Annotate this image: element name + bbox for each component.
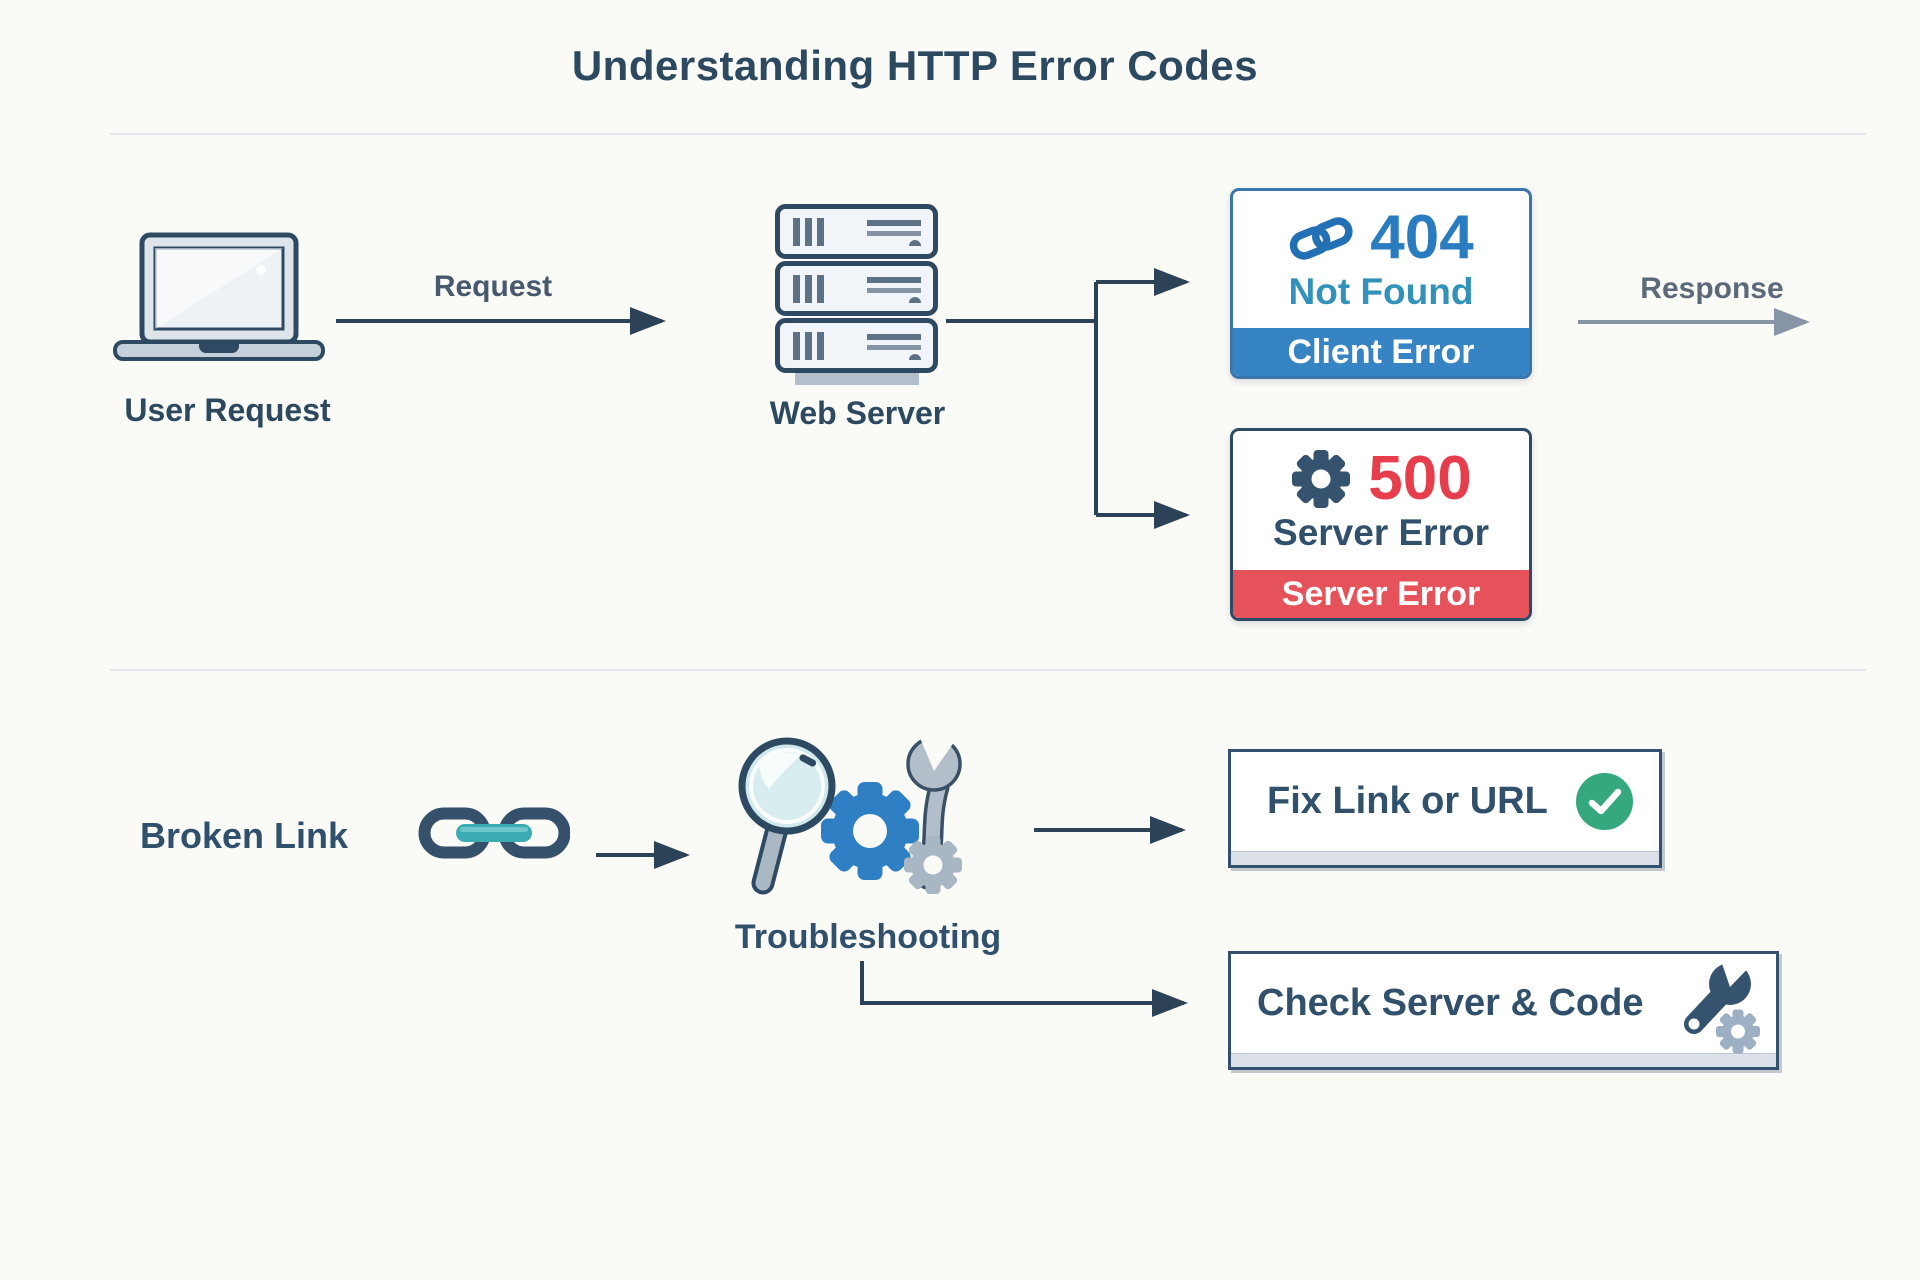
check-server-outcome-box: Check Server & Code xyxy=(1228,951,1779,1070)
gear-icon xyxy=(1292,449,1351,508)
error-404-card: 404 Not Found Client Error xyxy=(1230,188,1532,379)
error-500-code: 500 xyxy=(1368,443,1472,513)
user-request-label: User Request xyxy=(124,392,331,428)
check-server-label: Check Server & Code xyxy=(1257,982,1644,1024)
section-divider xyxy=(110,669,1866,671)
request-label: Request xyxy=(433,270,553,303)
error-500-name: Server Error xyxy=(1273,511,1489,553)
fix-link-outcome-box: Fix Link or URL xyxy=(1228,749,1662,868)
broken-link-label: Broken Link xyxy=(140,815,349,856)
error-500-body: 500 Server Error xyxy=(1233,431,1529,570)
check-server-box-footer xyxy=(1231,1053,1776,1067)
response-label: Response xyxy=(1640,272,1784,305)
checkmark-circle-icon xyxy=(1576,773,1633,830)
fix-link-box-footer xyxy=(1231,851,1659,865)
laptop-icon xyxy=(113,232,325,361)
error-500-card: 500 Server Error Server Error xyxy=(1230,428,1532,621)
error-404-body: 404 Not Found xyxy=(1233,191,1529,328)
error-404-category-badge: Client Error xyxy=(1233,328,1529,376)
error-500-category-badge: Server Error xyxy=(1233,570,1529,618)
fix-link-label: Fix Link or URL xyxy=(1267,780,1548,822)
wrench-gear-icon xyxy=(1684,958,1760,1054)
arrow-to-check-server xyxy=(860,961,1188,1017)
link-icon xyxy=(1290,216,1353,260)
web-server-label: Web Server xyxy=(769,395,946,431)
top-divider xyxy=(110,133,1866,135)
server-stack-icon xyxy=(775,204,938,385)
page-title: Understanding HTTP Error Codes xyxy=(571,42,1259,89)
error-404-code: 404 xyxy=(1370,202,1474,272)
error-404-name: Not Found xyxy=(1288,270,1474,312)
troubleshooting-label: Troubleshooting xyxy=(734,918,1002,956)
magnifier-gears-wrench-icon xyxy=(738,731,962,895)
broken-chain-link-icon xyxy=(418,807,570,859)
